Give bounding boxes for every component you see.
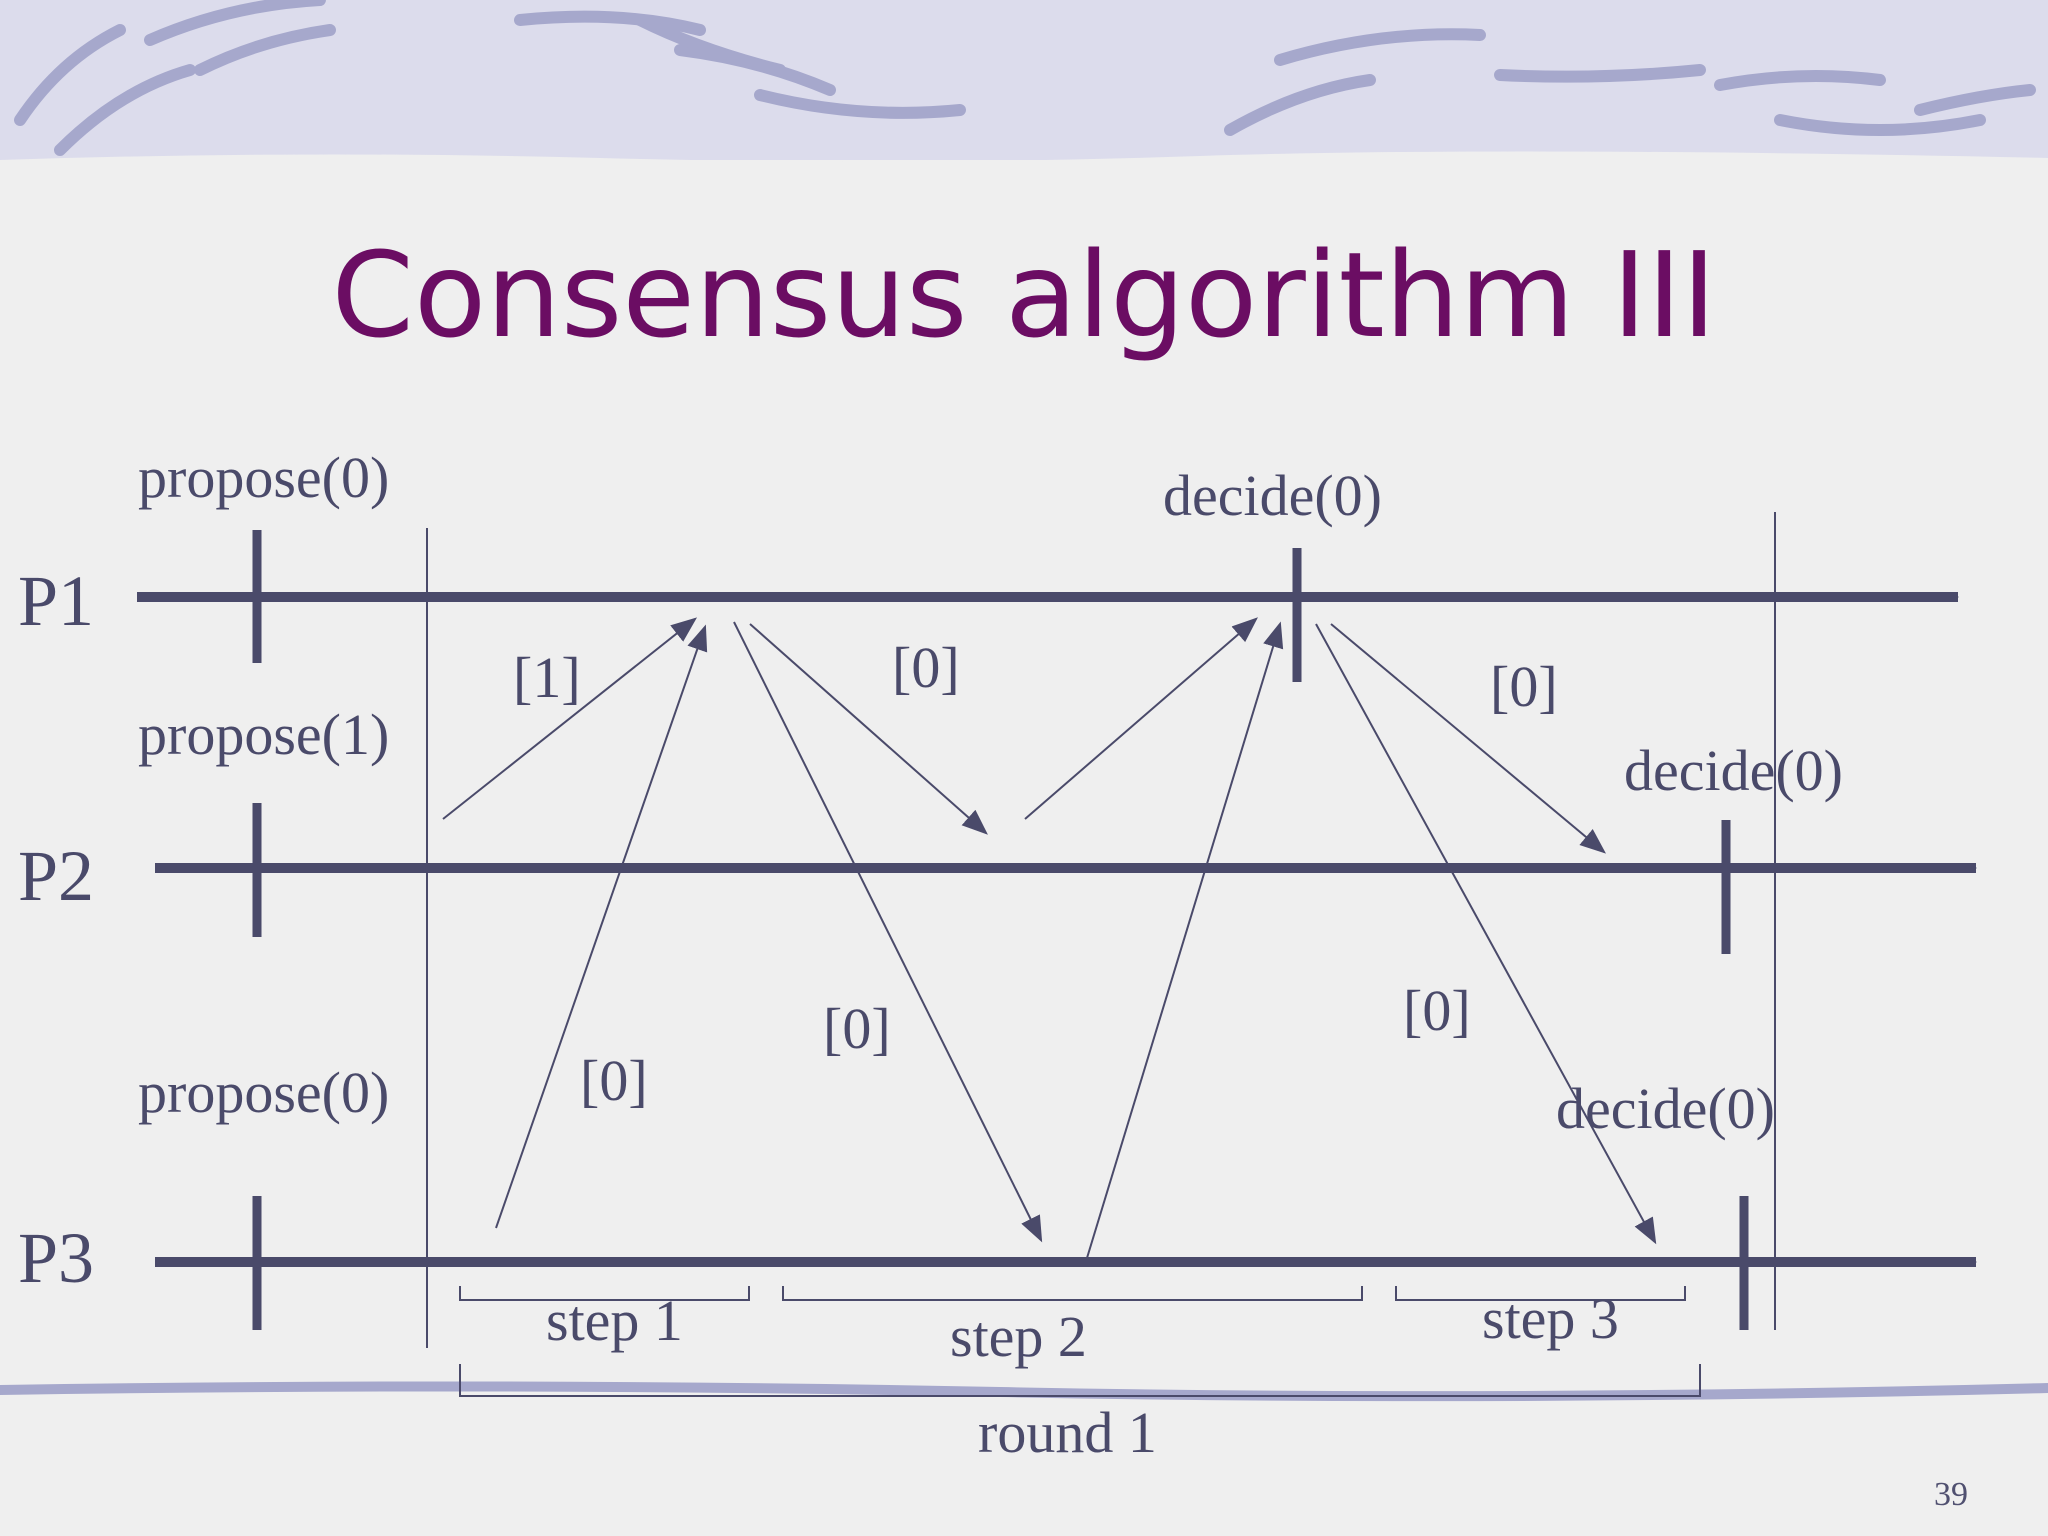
consensus-diagram: P1 P2 P3 propose(0) propose(1) propose(0…: [18, 445, 1977, 1465]
slide-title: Consensus algorithm III: [331, 226, 1717, 364]
msg-arrow-p1-p3-step3: [1315, 623, 1657, 1245]
step3-bracket: [1395, 1286, 1686, 1301]
process-label-p2: P2: [18, 836, 94, 916]
process-label-p3: P3: [18, 1218, 94, 1298]
msg-label-4: [0]: [580, 1048, 648, 1113]
decide-label-p1: decide(0): [1163, 463, 1382, 528]
step-label-1: step 1: [546, 1288, 683, 1353]
propose-label-p1: propose(0): [138, 445, 389, 510]
round-bracket: [459, 1364, 1701, 1397]
propose-label-p3: propose(0): [138, 1060, 389, 1125]
msg-arrow-p1-p2-step3: [1330, 623, 1606, 854]
msg-arrow-p3-p1-step2: [1086, 621, 1284, 1259]
msg-arrow-p2-p1-step2: [1024, 617, 1258, 820]
process-label-p1: P1: [18, 561, 94, 641]
decide-label-p3: decide(0): [1556, 1076, 1775, 1141]
step2-bracket: [782, 1286, 1363, 1301]
footer-swoosh: [0, 1381, 2048, 1402]
msg-arrow-p1-p3-step2: [733, 621, 1043, 1243]
step-label-2: step 2: [950, 1304, 1087, 1369]
msg-label-1: [1]: [513, 645, 581, 710]
msg-label-6: [0]: [1403, 978, 1471, 1043]
page-number: 39: [1934, 1476, 1968, 1513]
round-label: round 1: [978, 1400, 1157, 1465]
msg-arrow-p2-p1-1: [442, 617, 698, 820]
step-label-3: step 3: [1482, 1286, 1619, 1351]
propose-label-p2: propose(1): [138, 702, 389, 767]
msg-label-2: [0]: [892, 635, 960, 700]
msg-label-5: [0]: [823, 996, 891, 1061]
header-banner: [0, 0, 2048, 165]
step1-bracket: [459, 1286, 750, 1301]
msg-label-3: [0]: [1490, 654, 1558, 719]
msg-arrow-p3-p1-0: [495, 624, 708, 1229]
decide-label-p2: decide(0): [1624, 738, 1843, 803]
msg-arrow-p1-p2-step2: [749, 623, 988, 835]
